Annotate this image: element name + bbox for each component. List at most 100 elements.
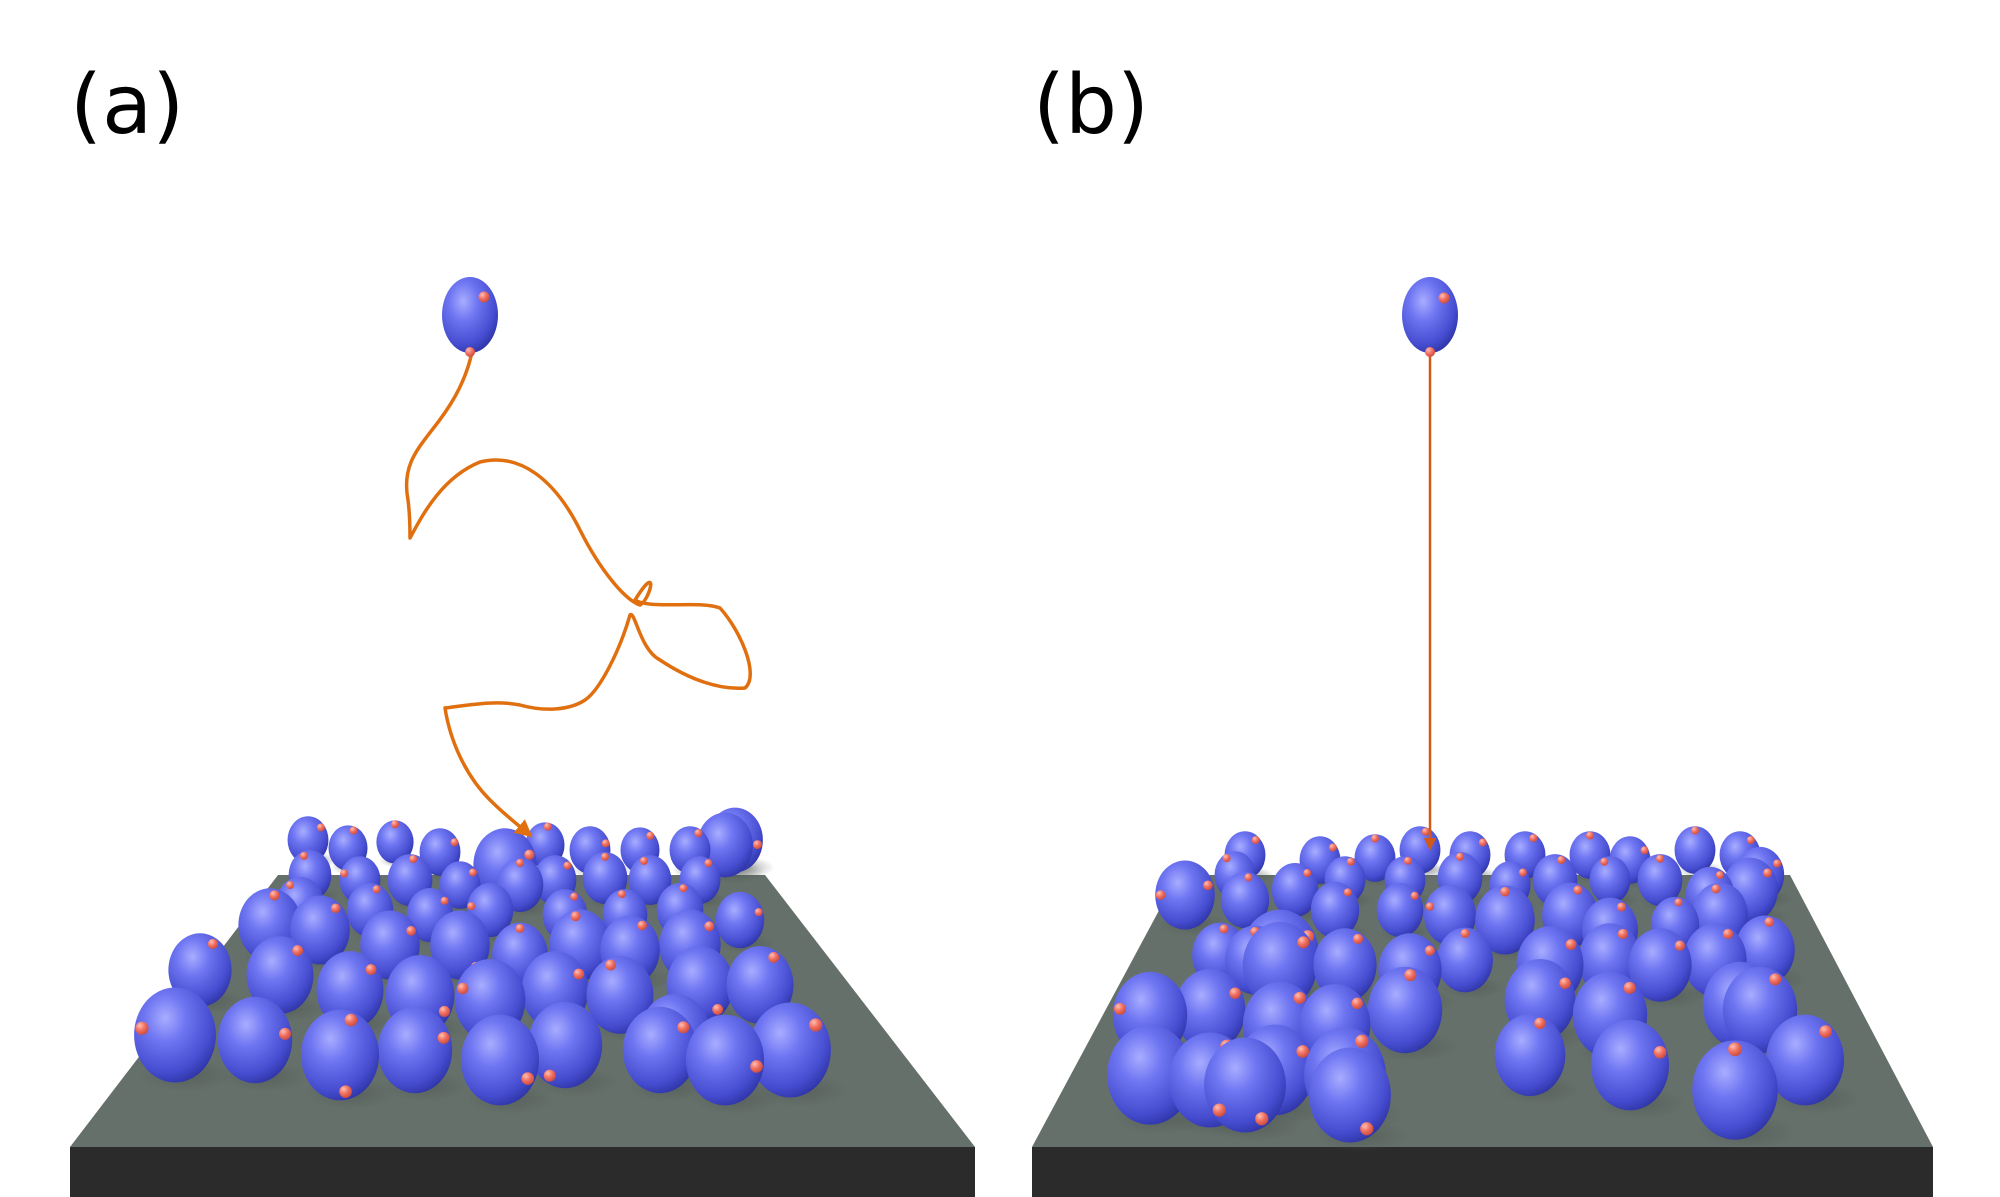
- particle-patch: [1346, 857, 1355, 866]
- panel-b: (b): [1032, 58, 1933, 1197]
- particle-patch: [1691, 826, 1699, 835]
- adsorbed-particle-b-22: [1155, 860, 1215, 930]
- particle-patch: [1656, 854, 1664, 863]
- particle-patch: [316, 823, 325, 832]
- adsorbed-particle-a-2: [376, 820, 414, 864]
- adsorbed-particle-b-25: [1376, 883, 1424, 937]
- panel-label-a: (a): [70, 58, 184, 153]
- particle-patch: [646, 831, 655, 840]
- particle-patch: [1728, 1042, 1742, 1057]
- adsorbed-particle-a-28: [715, 891, 765, 949]
- substrate-side-a: [70, 1147, 975, 1197]
- particle-patch: [300, 851, 309, 860]
- particle-patch: [1460, 928, 1470, 938]
- adsorbed-particle-a-48: [217, 996, 293, 1084]
- particle-patch: [1360, 1122, 1374, 1136]
- adsorbed-particle-a-17: [628, 855, 672, 905]
- particle-patch: [1297, 936, 1310, 949]
- particle-patch: [1404, 969, 1417, 982]
- particle-patch: [1328, 843, 1337, 852]
- incoming-particle-patch-a: [478, 291, 490, 303]
- panel-a: (a): [70, 58, 975, 1197]
- particle-patch: [694, 829, 703, 838]
- particle-patch: [753, 840, 763, 850]
- particle-patch: [1674, 898, 1683, 907]
- particle-patch: [1640, 846, 1649, 855]
- adsorbed-particle-a-46: [134, 987, 216, 1083]
- particle-patch: [1819, 1025, 1832, 1038]
- particle-patch: [640, 856, 649, 865]
- adsorbed-particles-b: [1107, 826, 1845, 1143]
- incoming-particle-b: [1402, 277, 1458, 357]
- particle-patch: [457, 982, 469, 995]
- particle-patch: [1371, 834, 1379, 843]
- adsorbed-particle-b-7: [1354, 834, 1396, 882]
- particle-patch: [809, 1018, 823, 1032]
- particle-patch: [573, 968, 585, 980]
- particle-patch: [1251, 836, 1260, 845]
- particle-patch: [1343, 888, 1352, 897]
- particle-patch: [365, 964, 377, 975]
- particle-patch: [1565, 939, 1577, 950]
- adsorbed-particle-a-13: [582, 852, 628, 904]
- particle-patch: [339, 1085, 352, 1098]
- adsorbed-particle-a-54: [460, 1014, 540, 1106]
- particle-patch: [515, 923, 525, 933]
- particle-patch: [712, 1004, 724, 1015]
- adsorbed-particle-b-46: [1174, 968, 1246, 1052]
- adsorbed-particle-a-40: [726, 946, 794, 1024]
- particle-patch: [1219, 924, 1229, 934]
- particle-patch: [521, 1072, 535, 1085]
- particle-patch: [1559, 977, 1571, 989]
- particle-patch: [704, 921, 715, 932]
- particle-patch: [754, 908, 763, 917]
- particle-patch: [1410, 891, 1419, 900]
- particle-patch: [570, 892, 579, 901]
- particle-patch: [679, 884, 688, 893]
- particle-patch: [1352, 933, 1364, 945]
- particle-patch: [1478, 838, 1487, 847]
- adsorbed-particle-a-55: [685, 1014, 765, 1106]
- particle-patch: [1586, 831, 1594, 840]
- particle-patch: [1244, 873, 1253, 882]
- particle-patch: [330, 903, 341, 914]
- particle-patch: [1355, 1034, 1369, 1048]
- particle-patch: [1764, 917, 1775, 927]
- particle-patch: [1557, 856, 1566, 865]
- adsorbed-particle-b-61: [1692, 1040, 1778, 1140]
- particle-patch: [601, 852, 609, 861]
- incoming-particle-patch-b-2: [1425, 347, 1435, 357]
- adsorbed-particle-a-51: [622, 1006, 698, 1094]
- incoming-particle-body-a: [442, 277, 498, 353]
- particle-patch: [543, 1069, 556, 1082]
- particle-patch: [704, 859, 713, 868]
- particle-patch: [1746, 836, 1755, 845]
- adsorbed-particle-a-53: [300, 1009, 380, 1101]
- particle-patch: [1212, 1103, 1226, 1117]
- particle-patch: [637, 920, 648, 931]
- particle-patch: [344, 1013, 358, 1027]
- particle-patch: [391, 820, 399, 829]
- particle-patch: [1296, 1045, 1310, 1058]
- particle-patch: [1425, 902, 1435, 911]
- incoming-particle-patch-a-2: [465, 347, 475, 357]
- particle-patch: [1424, 945, 1435, 956]
- particle-patch: [570, 911, 581, 922]
- adsorbed-particle-b-55: [1590, 1019, 1670, 1111]
- adsorbed-particle-a-44: [586, 956, 654, 1034]
- adsorbed-particle-b-35: [1437, 927, 1493, 993]
- adsorbed-particle-b-60: [1204, 1037, 1286, 1133]
- particle-patch: [1203, 880, 1213, 891]
- adsorbed-particle-b-29: [1475, 885, 1535, 955]
- particle-patch: [677, 1021, 690, 1034]
- particle-patch: [372, 885, 381, 894]
- particle-patch: [1715, 871, 1724, 880]
- particle-patch: [1222, 854, 1231, 863]
- particle-patch: [340, 869, 349, 878]
- adsorbed-particle-b-53: [1494, 1013, 1566, 1097]
- particle-patch: [1600, 857, 1609, 866]
- particle-patch: [440, 896, 449, 905]
- adsorbed-particle-b-57: [1107, 1025, 1193, 1125]
- particle-patch: [1229, 987, 1241, 999]
- particle-patch: [269, 890, 280, 901]
